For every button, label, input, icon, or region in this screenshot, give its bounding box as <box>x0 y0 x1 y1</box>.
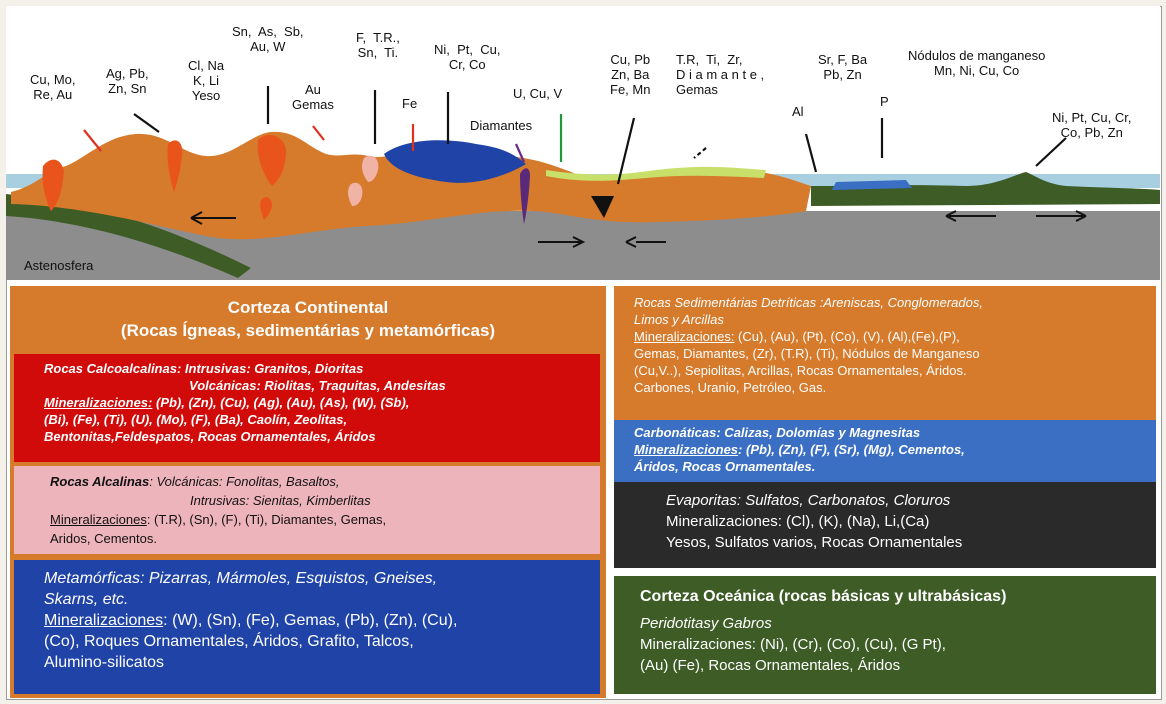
calcoalcalinas-line1: Rocas Calcoalcalinas: Intrusivas: Granit… <box>44 361 364 376</box>
alcalinas-title: Rocas Alcalinas <box>50 474 150 489</box>
sedimentarias-line2: Limos y Arcillas <box>634 312 724 327</box>
label-tr-ti: T.R, Ti, Zr, D i a m a n t e , Gemas <box>676 52 765 97</box>
label-ag-pb: Ag, Pb, Zn, Sn <box>106 66 149 96</box>
motion-arrows <box>190 210 1087 248</box>
sediment-green <box>546 166 766 181</box>
label-al: Al <box>792 104 804 119</box>
evaporitas-line2: Mineralizaciones: (Cl), (K), (Na), Li,(C… <box>666 513 930 530</box>
oceanica-line1: Peridotitasy Gabros <box>640 615 772 632</box>
intrusion-red <box>257 135 286 186</box>
plate-motion-arrow <box>625 236 666 248</box>
calcoalcalinas-line3: (Pb), (Zn), (Cu), (Ag), (Au), (As), (W),… <box>152 395 410 410</box>
evaporitas-line1: Evaporitas: Sulfatos, Carbonatos, Clorur… <box>666 492 951 509</box>
label-ni-pt: Ni, Pt, Cu, Cr, Co <box>434 42 501 72</box>
alcalinas-line3: : (T.R), (Sn), (F), (Ti), Diamantes, Gem… <box>146 512 387 527</box>
continental-subtitle: (Rocas Ígneas, sedimentárias y metamórfi… <box>120 321 496 340</box>
label-au-gemas: Au Gemas <box>292 82 334 112</box>
oceanica-panel: Corteza Oceánica (rocas básicas y ultrab… <box>614 576 1156 694</box>
intrusion-red <box>260 197 272 220</box>
arrow-icon <box>312 125 325 141</box>
arrow-icon <box>83 129 102 152</box>
alcalinas-min-label: Mineralizaciones <box>50 512 147 527</box>
intrusion-pink <box>361 155 379 182</box>
intrusion-pink <box>348 182 363 206</box>
evaporitas-line3: Yesos, Sulfatos varios, Rocas Ornamental… <box>666 534 963 551</box>
sedimentarias-min-label: Mineralizaciones: <box>634 329 735 344</box>
blue-basin <box>384 140 526 183</box>
calcoalcalinas-panel: Rocas Calcoalcalinas: Intrusivas: Granit… <box>14 354 600 462</box>
arrow-head <box>190 211 203 225</box>
carbonaticas-line1: Carbonáticas: Calizas, Dolomías y Magnes… <box>634 425 921 440</box>
label-ni-pt-cu-cr: Ni, Pt, Cu, Cr, Co, Pb, Zn <box>1052 110 1132 140</box>
alcalinas-panel: Rocas Alcalinas: Volcánicas: Fonolitas, … <box>14 466 600 554</box>
sedimentarias-line1: Rocas Sedimentárias Detríticas :Arenisca… <box>634 295 983 310</box>
cross-section-diagram <box>6 6 1160 280</box>
label-cl-na: Cl, Na K, Li Yeso <box>188 58 225 103</box>
sedimentarias-line6: Carbones, Uranio, Petróleo, Gas. <box>634 380 827 395</box>
sedimentarias-line5: (Cu,V..), Sepiolitas, Arcillas, Rocas Or… <box>634 363 967 378</box>
carbonaticas-min-label: Mineralizaciones <box>634 442 739 457</box>
carbonaticas-line3: Áridos, Rocas Ornamentales. <box>634 459 816 474</box>
sedimentarias-line4: Gemas, Diamantes, (Zr), (T.R), (Ti), Nód… <box>634 346 980 361</box>
metamorficas-line1: Metamórficas: Pizarras, Mármoles, Esquis… <box>44 570 438 587</box>
metamorficas-panel: Metamórficas: Pizarras, Mármoles, Esquis… <box>14 560 600 694</box>
label-sr-f: Sr, F, Ba Pb, Zn <box>818 52 868 82</box>
label-cu-mo: Cu, Mo, Re, Au <box>30 72 76 102</box>
metamorficas-line3: : (W), (Sn), (Fe), Gemas, (Pb), (Zn), (C… <box>163 612 458 629</box>
alcalinas-line1: : Volcánicas: Fonolitas, Basaltos, <box>149 474 340 489</box>
astenosfera-label: Astenosfera <box>24 258 94 273</box>
arrow-icon <box>514 143 526 163</box>
arrow-icon <box>133 113 160 133</box>
metamorficas-min-label: Mineralizaciones <box>44 612 164 629</box>
sedimentarias-panel: Rocas Sedimentárias Detríticas :Arenisca… <box>614 286 1156 420</box>
label-f-tr: F, T.R., Sn, Ti. <box>356 30 400 60</box>
label-p: P <box>880 94 889 109</box>
oceanic-crust <box>811 172 1160 206</box>
indicator-arrows <box>83 86 1067 185</box>
evaporitas-panel: Evaporitas: Sulfatos, Carbonatos, Clorur… <box>614 482 1156 568</box>
intrusion-red <box>42 159 64 211</box>
intrusion-red <box>167 140 183 192</box>
calcoalcalinas-min-label: Mineralizaciones: <box>44 395 153 410</box>
calcoalcalinas-line4: (Bi), (Fe), (Ti), (U), (Mo), (F), (Ba), … <box>44 412 348 427</box>
calcoalcalinas-line2: Volcánicas: Riolitas, Traquitas, Andesit… <box>189 378 446 393</box>
label-u-cu-v: U, Cu, V <box>513 86 563 101</box>
arrow-icon <box>804 133 818 173</box>
plate-motion-arrow <box>945 210 996 222</box>
oceanica-line3: (Au) (Fe), Rocas Ornamentales, Áridos <box>640 657 901 674</box>
metamorficas-line2: Skarns, etc. <box>44 591 129 608</box>
metamorficas-line5: Alumino-silicatos <box>44 654 165 671</box>
plate-motion-arrow <box>538 236 586 248</box>
oceanica-title: Corteza Oceánica (rocas básicas y ultrab… <box>640 588 1007 605</box>
arrow-icon <box>1035 137 1067 167</box>
arrow-icon <box>616 117 636 185</box>
label-diamantes: Diamantes <box>470 118 533 133</box>
sedimentarias-line3: (Cu), (Au), (Pt), (Co), (V), (Al),(Fe),(… <box>734 329 960 344</box>
rift-wedge <box>591 196 614 218</box>
carbonate-platform <box>832 180 912 190</box>
label-sn-as: Sn, As, Sb, Au, W <box>232 24 304 54</box>
continental-crust <box>11 131 811 240</box>
label-fe: Fe <box>402 96 418 111</box>
alcalinas-line4: Aridos, Cementos. <box>50 531 157 546</box>
carbonaticas-line2: : (Pb), (Zn), (F), (Sr), (Mg), Cementos, <box>738 442 965 457</box>
kimberlite-pipe <box>520 168 530 224</box>
subducting-slab <box>6 194 251 278</box>
oceanica-line2: Mineralizaciones: (Ni), (Cr), (Co), (Cu)… <box>640 636 946 653</box>
alcalinas-line2: Intrusivas: Sienitas, Kimberlitas <box>190 493 371 508</box>
label-cu-pb: Cu, Pb Zn, Ba Fe, Mn <box>610 52 651 97</box>
calcoalcalinas-line5: Bentonitas,Feldespatos, Rocas Ornamental… <box>44 429 376 444</box>
label-nodulos: Nódulos de manganeso Mn, Ni, Cu, Co <box>908 48 1046 78</box>
carbonaticas-panel: Carbonáticas: Calizas, Dolomías y Magnes… <box>614 420 1156 482</box>
arrow-icon <box>693 147 707 159</box>
metamorficas-line4: (Co), Roques Ornamentales, Áridos, Grafi… <box>44 633 414 650</box>
plate-motion-arrow <box>1036 210 1087 222</box>
continental-title: Corteza Continental <box>227 298 389 317</box>
